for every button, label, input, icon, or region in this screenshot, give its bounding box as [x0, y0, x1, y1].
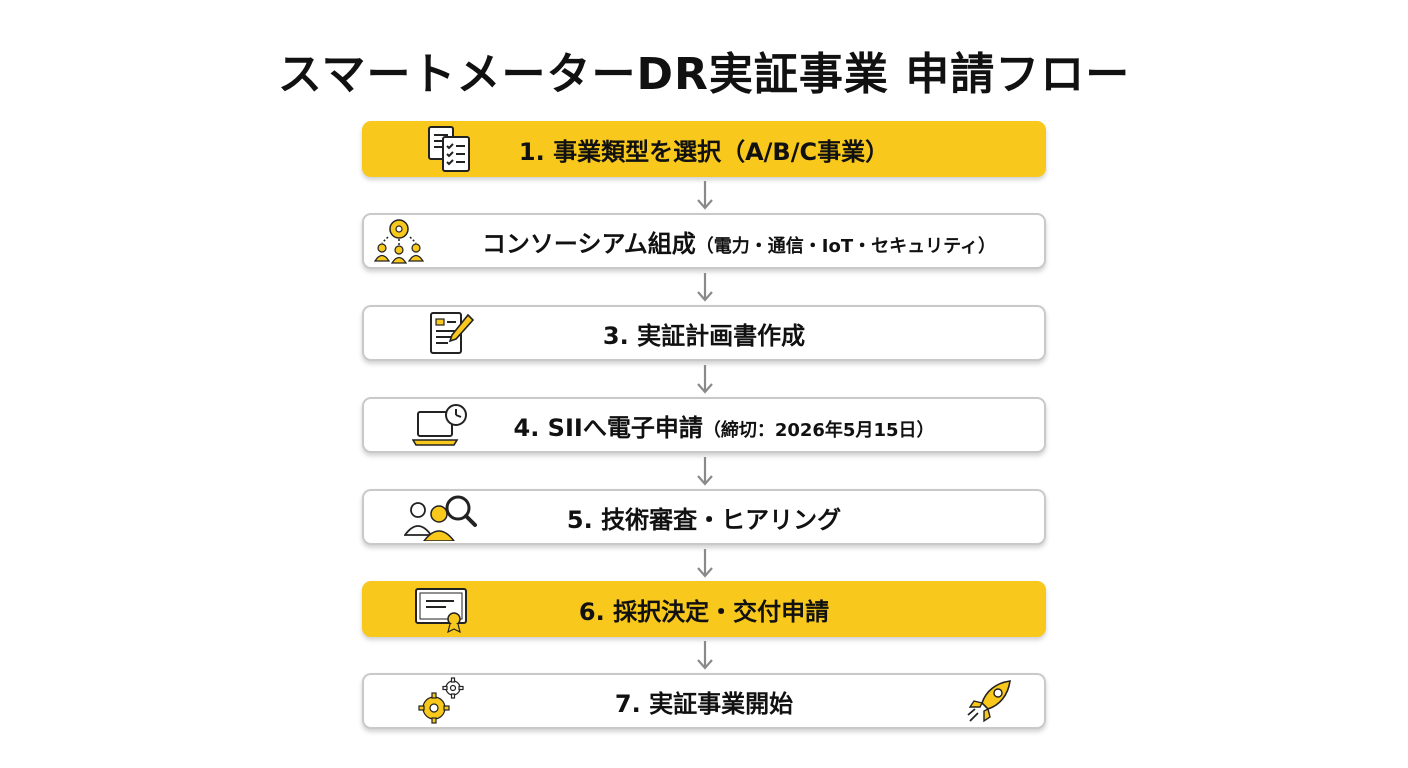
step-5-label: 5. 技術審査・ヒアリング: [566, 505, 842, 534]
arrow-down-icon: [697, 549, 713, 578]
step-4: 4. SIIへ電子申請（締切：2026年5月15日）: [362, 397, 1046, 453]
rocket-icon: [967, 680, 1011, 723]
step-6: 6. 採択決定・交付申請: [362, 581, 1046, 637]
arrow-down-icon: [697, 641, 713, 670]
step-1: 1. 事業類型を選択（A/B/C事業）: [362, 121, 1046, 177]
gears-icon: [418, 677, 464, 724]
step-4-note: （締切：2026年5月15日）: [702, 419, 935, 441]
team-network-icon: [374, 219, 424, 264]
step-5: 5. 技術審査・ヒアリング: [362, 489, 1046, 545]
step-2-note: （電力・通信・IoT・セキュリティ）: [695, 235, 997, 257]
arrow-down-icon: [697, 457, 713, 486]
step-3-label: 3. 実証計画書作成: [602, 321, 806, 350]
certificate-icon: [415, 588, 467, 633]
step-7-label: 7. 実証事業開始: [614, 689, 794, 718]
page-title: スマートメーターDR実証事業 申請フロー: [277, 49, 1131, 100]
people-magnifier-icon: [404, 495, 477, 541]
documents-checklist-icon: [428, 126, 470, 172]
arrow-down-icon: [697, 181, 713, 210]
laptop-clock-icon: [412, 404, 467, 446]
step-2: コンソーシアム組成（電力・通信・IoT・セキュリティ）: [362, 213, 1046, 269]
step-1-label: 1. 事業類型を選択（A/B/C事業）: [518, 137, 890, 166]
arrow-down-icon: [697, 365, 713, 394]
document-pencil-icon: [430, 312, 475, 354]
step-6-label: 6. 採択決定・交付申請: [578, 597, 830, 626]
arrow-down-icon: [697, 273, 713, 302]
step-7: 7. 実証事業開始: [362, 673, 1046, 729]
step-2-label: コンソーシアム組成: [481, 229, 696, 258]
step-3: 3. 実証計画書作成: [362, 305, 1046, 361]
step-4-label: 4. SIIへ電子申請: [513, 413, 703, 442]
